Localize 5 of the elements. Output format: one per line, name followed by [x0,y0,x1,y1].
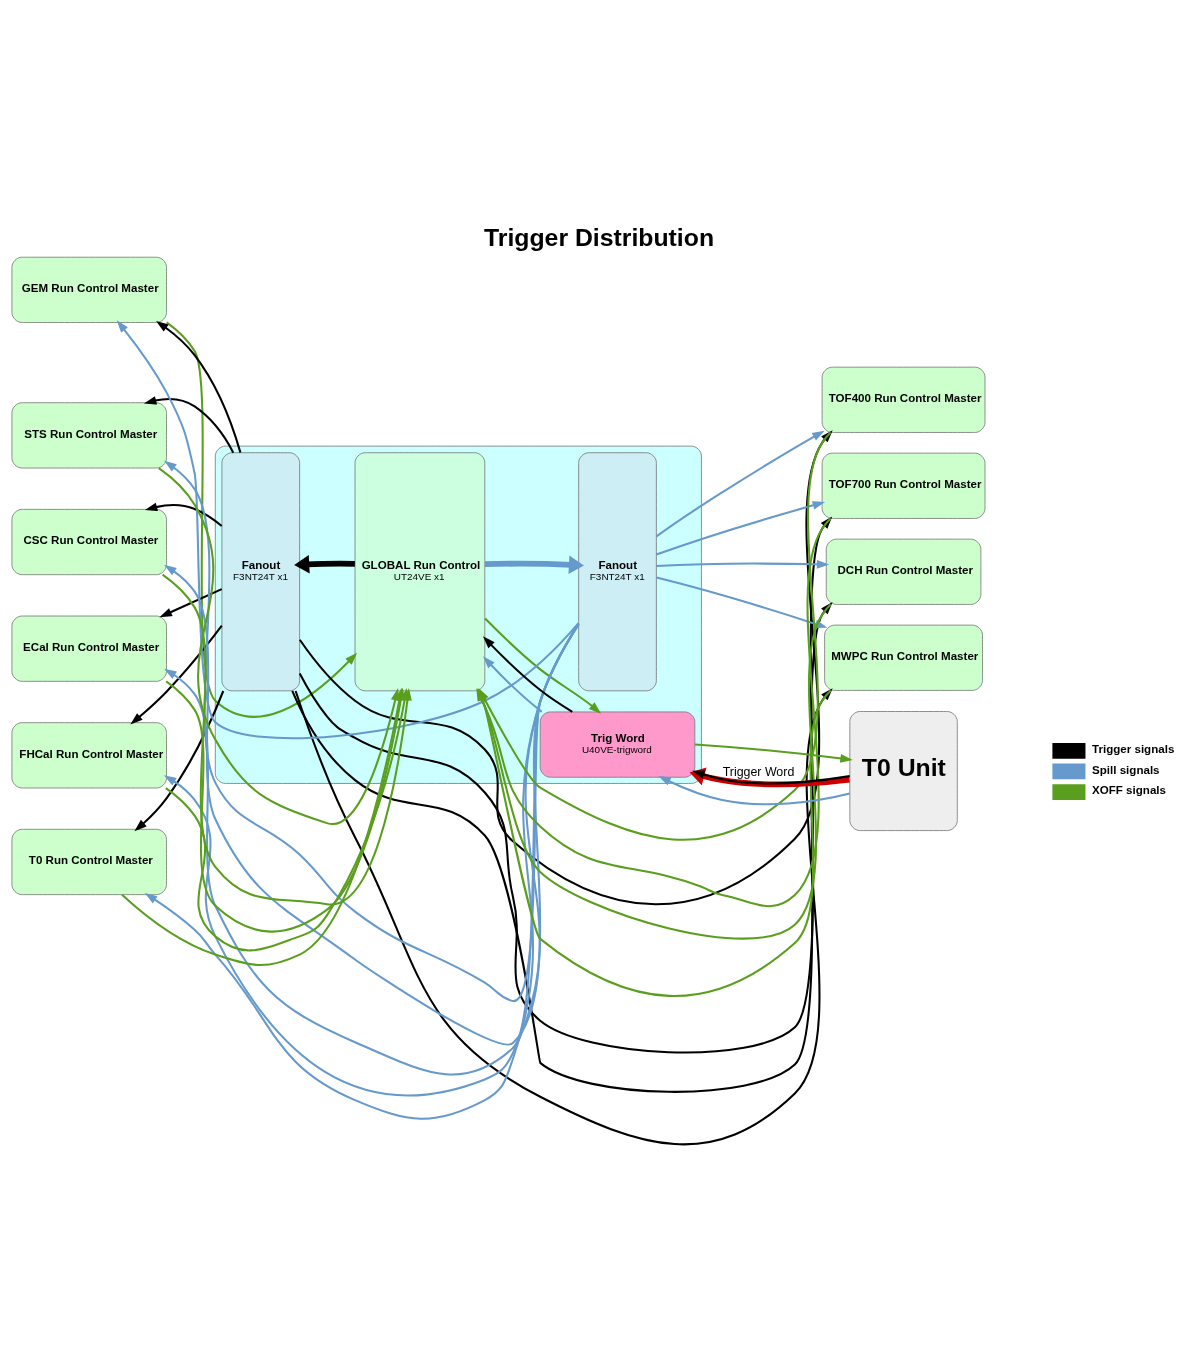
diagram-title: Trigger Distribution [483,223,715,251]
legend-label: Trigger signals [1092,742,1175,755]
edge-label: Trigger Word [722,764,795,779]
legend-label: XOFF signals [1092,783,1166,796]
legend-label: Spill signals [1092,763,1160,776]
